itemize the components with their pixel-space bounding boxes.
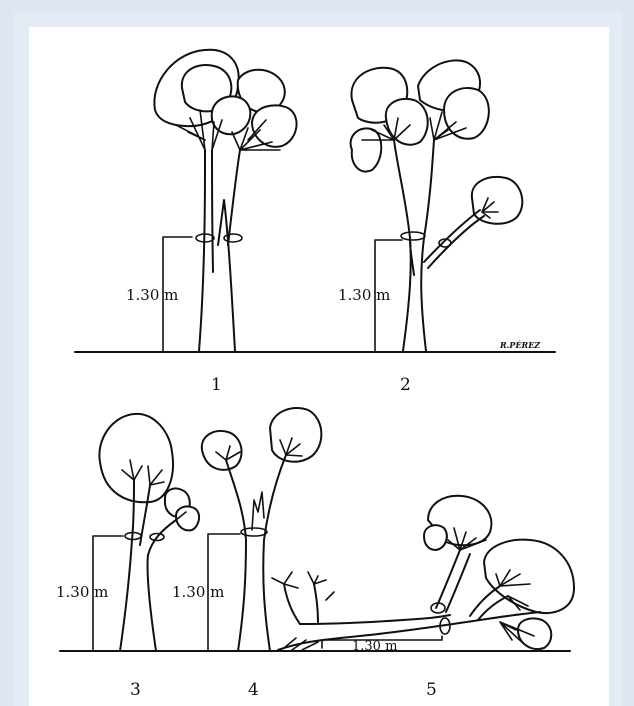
tree-number-2: 2 bbox=[400, 375, 411, 395]
tree-number-3: 3 bbox=[130, 680, 141, 700]
height-label-5: 1.30 m bbox=[352, 639, 397, 654]
height-label-4: 1.30 m bbox=[172, 583, 224, 601]
tree-number-1: 1 bbox=[211, 375, 222, 395]
author-signature: R.PÉREZ bbox=[499, 340, 541, 350]
height-label-3: 1.30 m bbox=[56, 583, 108, 601]
tree-4-stems bbox=[216, 438, 302, 651]
tree-4-crowns bbox=[202, 408, 322, 470]
tree-5: 1.30 m 5 bbox=[272, 496, 574, 700]
tree-number-5: 5 bbox=[426, 680, 437, 700]
tree-3: 1.30 m 3 bbox=[56, 414, 199, 700]
tree-5-crowns bbox=[424, 496, 574, 649]
height-marker-2: 1.30 m bbox=[338, 240, 402, 351]
tree-2-crowns bbox=[351, 60, 523, 223]
tree-2: 1.30 m 2 R.PÉREZ bbox=[338, 60, 541, 395]
tree-2-stems bbox=[362, 112, 498, 351]
height-label-1: 1.30 m bbox=[126, 286, 178, 304]
height-label-2: 1.30 m bbox=[338, 286, 390, 304]
tree-1-stems bbox=[176, 110, 280, 351]
tree-1-crowns bbox=[154, 50, 296, 147]
tree-number-4: 4 bbox=[248, 680, 259, 700]
height-marker-3: 1.30 m bbox=[56, 536, 123, 651]
height-marker-1: 1.30 m bbox=[126, 237, 192, 351]
tree-4: 1.30 m 4 bbox=[172, 408, 321, 700]
tree-1: 1.30 m 1 bbox=[126, 50, 297, 395]
height-marker-4: 1.30 m bbox=[172, 534, 240, 651]
